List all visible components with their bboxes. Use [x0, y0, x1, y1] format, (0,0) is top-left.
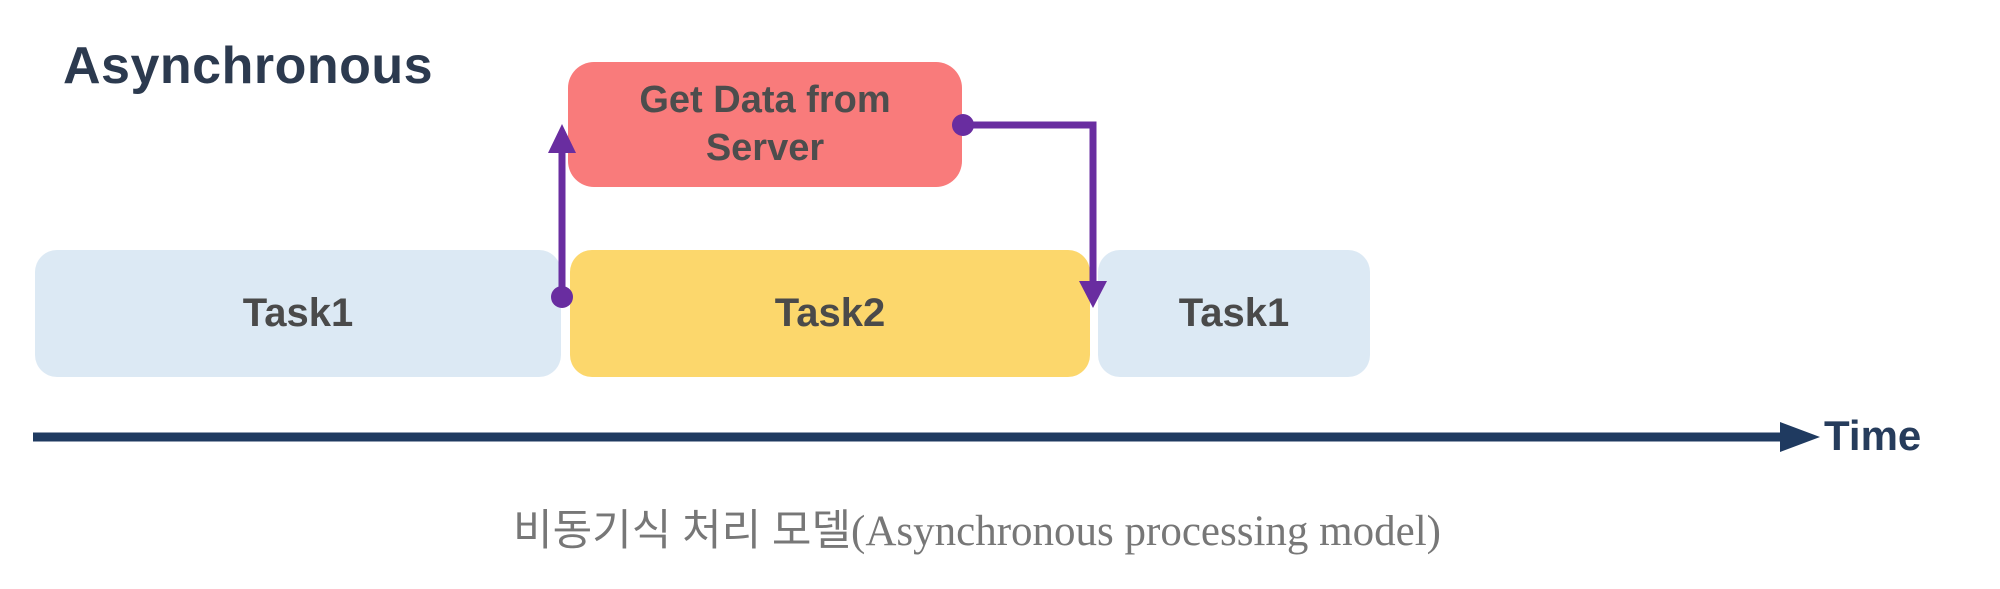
get-data-callout: Get Data from Server — [568, 62, 962, 187]
get-data-callout-label: Get Data from Server — [639, 79, 891, 169]
task1-box-second: Task1 — [1098, 250, 1370, 377]
task2-box: Task2 — [570, 250, 1090, 377]
task1-box-first: Task1 — [35, 250, 561, 377]
task2-label: Task2 — [774, 291, 886, 335]
timeline-label: Time — [1824, 412, 1922, 459]
diagram-caption: 비동기식 처리 모델(Asynchronous processing model… — [513, 508, 1441, 555]
task1-label-second: Task1 — [1178, 291, 1290, 335]
task1-label-first: Task1 — [242, 291, 354, 335]
timeline-arrow — [33, 422, 1820, 452]
diagram-title: Asynchronous — [63, 37, 434, 95]
